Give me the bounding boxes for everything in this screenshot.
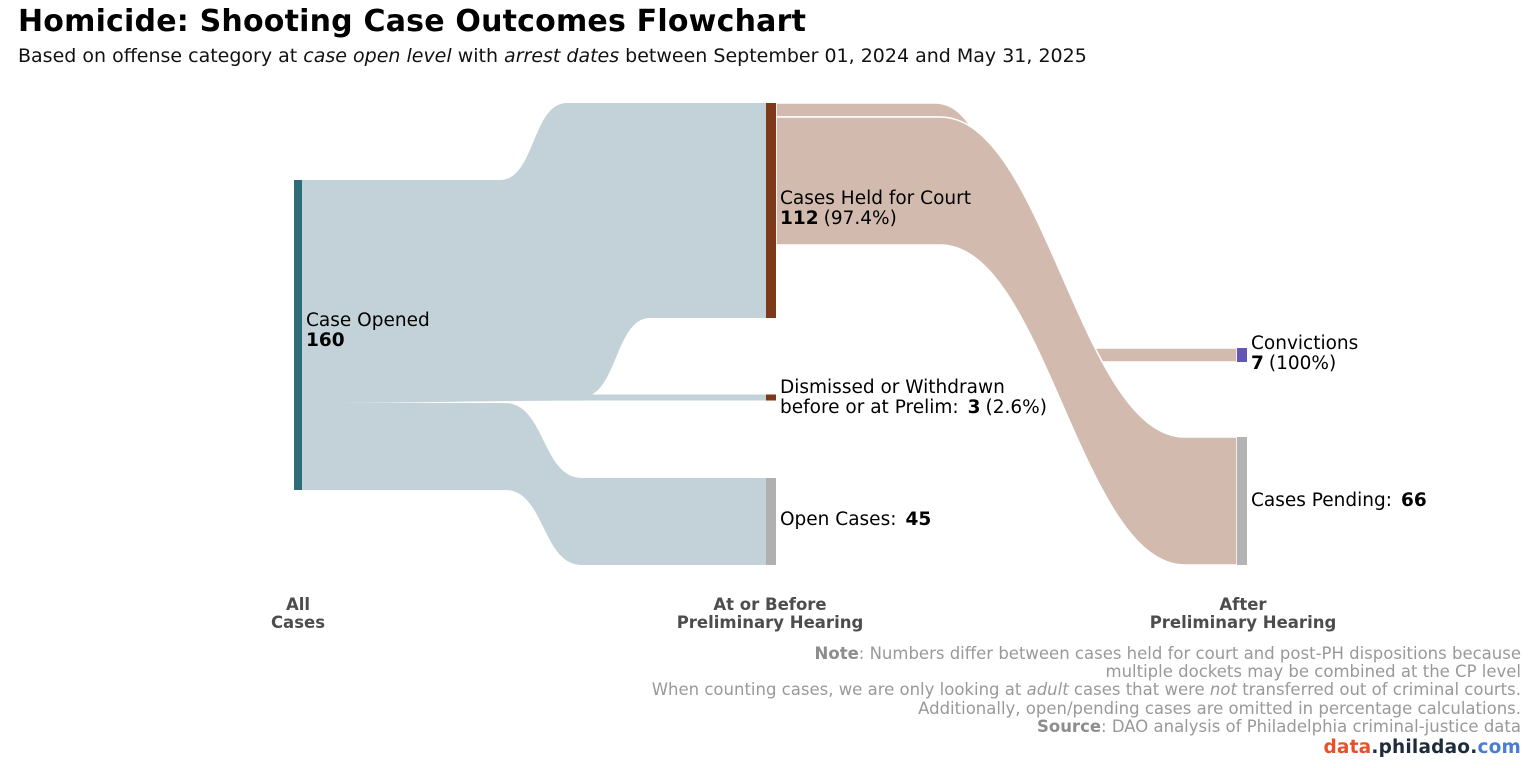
node-value: 112 <box>780 207 819 229</box>
node-value: 3 <box>967 396 981 418</box>
brand-philadao: philadao <box>1378 737 1471 759</box>
node-value: 66 <box>1400 490 1427 511</box>
node-value: 160 <box>306 329 345 351</box>
brand-data: data <box>1323 737 1372 759</box>
node-label-held-for-court: Cases Held for Court 112(97.4%) <box>780 189 971 228</box>
node-label-text: before or at Prelim: <box>780 396 959 418</box>
chart-title: Homicide: Shooting Case Outcomes Flowcha… <box>18 4 807 39</box>
brand-link[interactable]: data.philadao.com <box>652 737 1521 759</box>
node-open-cases <box>766 478 776 565</box>
node-label-case-opened: Case Opened 160 <box>306 311 430 350</box>
note-italic-not: not <box>1209 680 1237 700</box>
column-label-line: Cases <box>270 612 326 632</box>
note-text: transferred out of criminal courts. <box>1236 680 1521 700</box>
note-line-1: Note: Numbers differ between cases held … <box>652 644 1521 663</box>
node-case-opened <box>294 180 302 490</box>
note-label: Note <box>814 644 859 663</box>
column-label-all-cases: All Cases <box>138 596 458 631</box>
brand-dot: . <box>1470 737 1478 759</box>
link-held-for-court-to-cases-pending <box>775 116 1238 566</box>
node-cases-pending <box>1237 437 1247 565</box>
note-text: When counting cases, we are only looking… <box>651 680 1027 700</box>
node-label-convictions: Convictions 7(100%) <box>1251 334 1358 373</box>
node-value: 7 <box>1251 352 1264 374</box>
node-label-text: Convictions <box>1251 333 1359 354</box>
column-label-line: After <box>1219 595 1267 614</box>
chart-subtitle: Based on offense category at case open l… <box>18 45 1087 67</box>
node-convictions <box>1237 348 1247 362</box>
node-label-text: Dismissed or Withdrawn <box>780 377 1005 398</box>
column-label-line: Preliminary Hearing <box>676 612 864 632</box>
column-label-line: Preliminary Hearing <box>1149 612 1337 632</box>
column-label-line: All <box>285 595 311 614</box>
subtitle-text: with <box>451 45 505 67</box>
footer-notes: Note: Numbers differ between cases held … <box>652 644 1521 759</box>
brand-dot: . <box>1371 737 1379 759</box>
node-label-text: Open Cases: <box>780 509 897 530</box>
node-label-cases-pending: Cases Pending: 66 <box>1251 491 1427 511</box>
link-case-opened-to-held-for-court <box>302 103 766 397</box>
source-text: : DAO analysis of Philadelphia criminal-… <box>1101 716 1521 736</box>
node-percent: (100%) <box>1268 352 1337 374</box>
node-dismissed-withdrawn <box>766 394 776 401</box>
node-label-open-cases: Open Cases: 45 <box>780 510 931 530</box>
subtitle-text: Based on offense category at <box>18 45 304 67</box>
node-percent: (2.6%) <box>985 396 1047 418</box>
node-percent: (97.4%) <box>823 207 897 229</box>
subtitle-italic-arrest-dates: arrest dates <box>504 45 620 67</box>
node-label-text: Cases Pending: <box>1251 490 1392 511</box>
node-label-text: Case Opened <box>306 310 430 331</box>
source-label: Source <box>1036 716 1102 736</box>
node-label-text: Cases Held for Court <box>780 188 971 209</box>
node-label-dismissed-withdrawn: Dismissed or Withdrawn before or at Prel… <box>780 378 1047 417</box>
subtitle-text: between September 01, 2024 and May 31, 2… <box>619 45 1087 67</box>
brand-com: com <box>1477 737 1521 759</box>
note-line-3: When counting cases, we are only looking… <box>652 681 1521 699</box>
subtitle-italic-case-open-level: case open level <box>303 45 452 67</box>
link-case-opened-to-open-cases <box>302 403 766 565</box>
node-value: 45 <box>905 509 932 530</box>
source-line: Source: DAO analysis of Philadelphia cri… <box>652 716 1521 736</box>
column-label-after-ph: After Preliminary Hearing <box>1083 596 1403 631</box>
note-text: cases that were <box>1068 680 1210 700</box>
note-line-2: multiple dockets may be combined at the … <box>1105 662 1521 682</box>
node-held-for-court <box>766 103 776 318</box>
note-line-4: Additionally, open/pending cases are omi… <box>918 698 1521 718</box>
note-text: : Numbers differ between cases held for … <box>858 644 1521 663</box>
note-italic-adult: adult <box>1026 680 1069 700</box>
link-case-opened-to-dismissed-withdrawn <box>302 394 766 403</box>
column-label-at-or-before-ph: At or Before Preliminary Hearing <box>610 596 930 631</box>
column-label-line: At or Before <box>713 595 827 614</box>
